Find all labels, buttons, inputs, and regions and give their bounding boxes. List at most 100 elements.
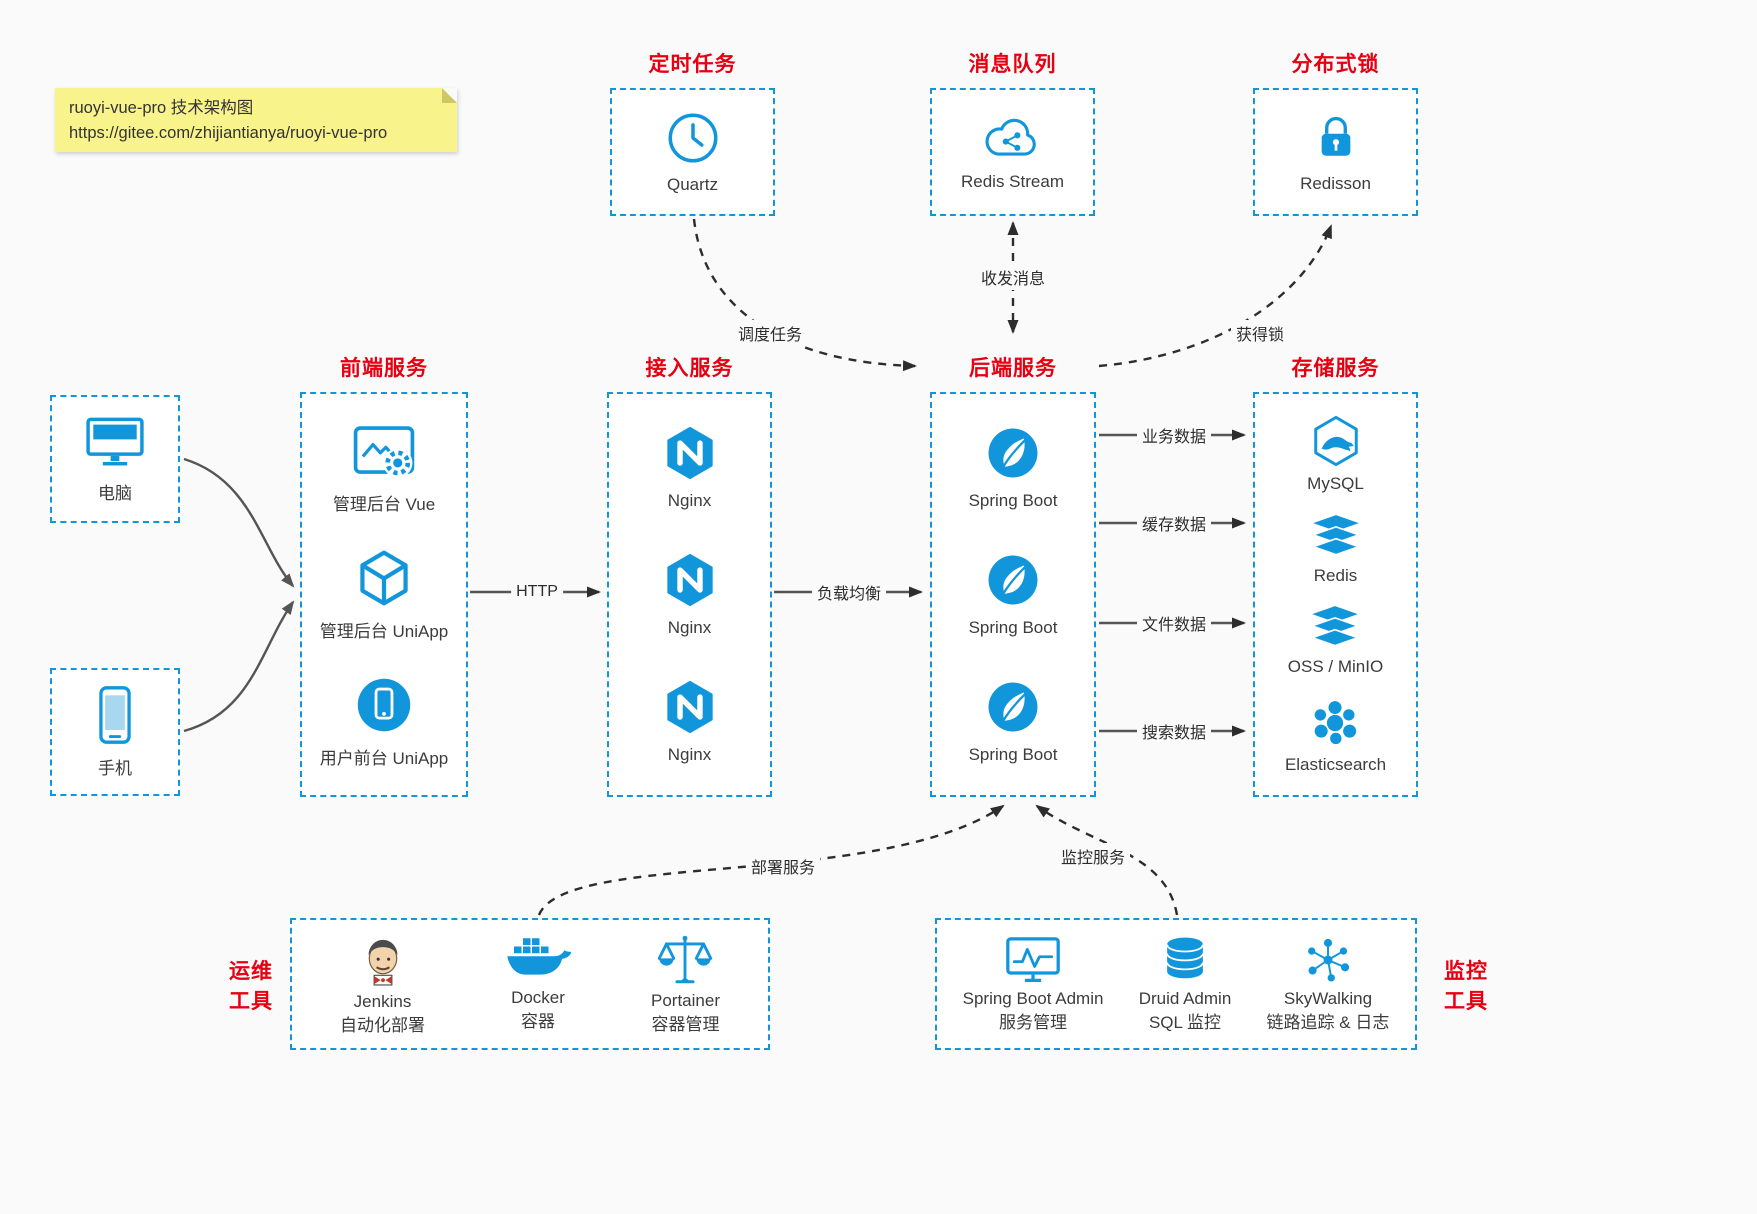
redis-stream-label: Redis Stream xyxy=(961,171,1064,191)
computer-icon xyxy=(82,414,148,470)
edge-schedule-task xyxy=(692,218,917,372)
database-icon xyxy=(1159,934,1211,986)
edge-label-acquire-lock: 获得锁 xyxy=(1230,320,1290,346)
scales-icon xyxy=(656,932,714,988)
pc-item: 电脑 xyxy=(82,414,148,504)
lock-box: Redisson xyxy=(1253,88,1418,216)
monitoring-tools-box: Spring Boot Admin 服务管理 Druid Admin SQL 监… xyxy=(935,918,1417,1050)
nginx-item-1: Nginx xyxy=(661,424,719,511)
clock-icon xyxy=(665,110,721,166)
springboot-item-1: Spring Boot xyxy=(969,424,1057,511)
docker-item: Docker 容器 xyxy=(505,935,571,1033)
elasticsearch-item: Elasticsearch xyxy=(1285,697,1386,775)
nginx-label-1: Nginx xyxy=(667,491,712,510)
mysql-item: MySQL xyxy=(1307,414,1364,494)
storage-group-title: 存储服务 xyxy=(1291,357,1380,380)
ops-title-line1: 运维 xyxy=(229,960,273,983)
title-sticky-note: ruoyi-vue-pro 技术架构图 https://gitee.com/zh… xyxy=(55,88,457,152)
edge-label-messages: 收发消息 xyxy=(975,264,1051,290)
scheduler-box: Quartz xyxy=(610,88,775,216)
redisson-item: Redisson xyxy=(1300,111,1371,194)
nginx-item-3: Nginx xyxy=(661,678,719,765)
edge-label-file-data: 文件数据 xyxy=(1136,610,1212,636)
mobile-label: 手机 xyxy=(98,759,132,778)
jenkins-name: Jenkins xyxy=(353,991,412,1011)
spring-boot-icon xyxy=(984,551,1042,609)
uniapp-box-icon xyxy=(354,548,414,608)
oss-minio-label: OSS / MinIO xyxy=(1287,657,1384,677)
gateway-group-title: 接入服务 xyxy=(645,357,734,380)
mq-group-title: 消息队列 xyxy=(968,53,1057,76)
pc-label: 电脑 xyxy=(98,484,132,503)
note-title: ruoyi-vue-pro 技术架构图 xyxy=(69,99,254,117)
redis-item: Redis xyxy=(1309,514,1363,586)
oss-minio-stack-icon xyxy=(1308,605,1362,651)
springboot-admin-desc: 服务管理 xyxy=(999,1013,1068,1032)
portainer-desc: 容器管理 xyxy=(651,1015,720,1034)
monitor-chart-icon xyxy=(1002,934,1064,986)
spring-boot-icon xyxy=(984,678,1042,736)
oss-minio-item: OSS / MinIO xyxy=(1288,605,1383,677)
elasticsearch-label: Elasticsearch xyxy=(1284,755,1387,775)
mobile-item: 手机 xyxy=(94,685,136,779)
edge-monitor xyxy=(1035,804,1179,916)
nginx-label-2: Nginx xyxy=(667,618,712,637)
monitoring-title-line2: 工具 xyxy=(1444,990,1488,1014)
springboot-label-3: Spring Boot xyxy=(968,745,1058,764)
jenkins-desc: 自动化部署 xyxy=(340,1016,425,1035)
lock-icon xyxy=(1309,111,1363,165)
edge-label-monitor: 监控服务 xyxy=(1055,843,1131,869)
nginx-icon xyxy=(661,551,719,609)
springboot-item-2: Spring Boot xyxy=(968,551,1058,638)
portainer-name: Portainer xyxy=(651,990,720,1010)
frontend-group-title: 前端服务 xyxy=(340,357,428,380)
docker-name: Docker xyxy=(511,987,565,1007)
frontend-services-box: 管理后台 Vue 管理后台 UniApp 用户前台 UniApp xyxy=(300,392,468,797)
frontend-admin-uniapp-item: 管理后台 UniApp xyxy=(320,548,448,642)
ops-tools-box: Jenkins 自动化部署 Docker 容器 xyxy=(290,918,770,1050)
docker-desc: 容器 xyxy=(521,1012,555,1031)
edge-label-load-balance: 负载均衡 xyxy=(811,579,887,605)
monitoring-title-line1: 监控 xyxy=(1444,960,1488,983)
ops-title-line2: 工具 xyxy=(229,990,273,1014)
springboot-item-3: Spring Boot xyxy=(968,678,1058,765)
cloud-share-icon xyxy=(978,113,1046,163)
frontend-admin-uniapp-label: 管理后台 UniApp xyxy=(319,621,449,641)
frontend-user-uniapp-item: 用户前台 UniApp xyxy=(320,675,448,769)
springboot-label-2: Spring Boot xyxy=(968,618,1058,637)
edge-label-schedule: 调度任务 xyxy=(732,320,808,346)
jenkins-item: Jenkins 自动化部署 xyxy=(340,931,425,1037)
backend-services-box: Spring Boot Spring Boot Spring Boot xyxy=(930,392,1096,797)
springboot-admin-item: Spring Boot Admin 服务管理 xyxy=(963,934,1103,1034)
edge-label-search-data: 搜索数据 xyxy=(1136,718,1212,744)
edge-label-business-data: 业务数据 xyxy=(1136,422,1212,448)
skywalking-desc: 链路追踪 & 日志 xyxy=(1266,1013,1390,1032)
nginx-item-2: Nginx xyxy=(661,551,719,638)
redis-label: Redis xyxy=(1313,565,1358,585)
admin-vue-icon xyxy=(351,421,417,481)
monitoring-tools-title: 监控 工具 xyxy=(1437,957,1495,1018)
network-nodes-icon xyxy=(1302,934,1354,986)
phone-icon xyxy=(94,685,136,745)
frontend-user-uniapp-label: 用户前台 UniApp xyxy=(319,748,449,768)
edge-label-http: HTTP xyxy=(511,582,563,602)
elasticsearch-cluster-icon xyxy=(1309,697,1361,749)
lock-group-title: 分布式锁 xyxy=(1291,53,1380,76)
skywalking-name: SkyWalking xyxy=(1283,988,1373,1008)
nginx-icon xyxy=(661,424,719,482)
scheduler-group-title: 定时任务 xyxy=(648,53,737,76)
redis-stack-icon xyxy=(1309,514,1363,560)
druid-desc: SQL 监控 xyxy=(1148,1013,1222,1032)
quartz-label: Quartz xyxy=(666,174,719,194)
edge-mobile-to-frontend xyxy=(183,600,295,733)
portainer-item: Portainer 容器管理 xyxy=(651,932,720,1036)
mobile-client-box: 手机 xyxy=(50,668,180,796)
druid-name: Druid Admin xyxy=(1138,988,1232,1008)
note-url: https://gitee.com/zhijiantianya/ruoyi-vu… xyxy=(69,123,388,142)
edge-pc-to-frontend xyxy=(183,457,295,588)
docker-whale-icon xyxy=(505,935,571,985)
redisson-label: Redisson xyxy=(1300,173,1371,193)
druid-item: Druid Admin SQL 监控 xyxy=(1138,934,1232,1034)
spring-boot-icon xyxy=(984,424,1042,482)
mysql-label: MySQL xyxy=(1307,473,1364,493)
